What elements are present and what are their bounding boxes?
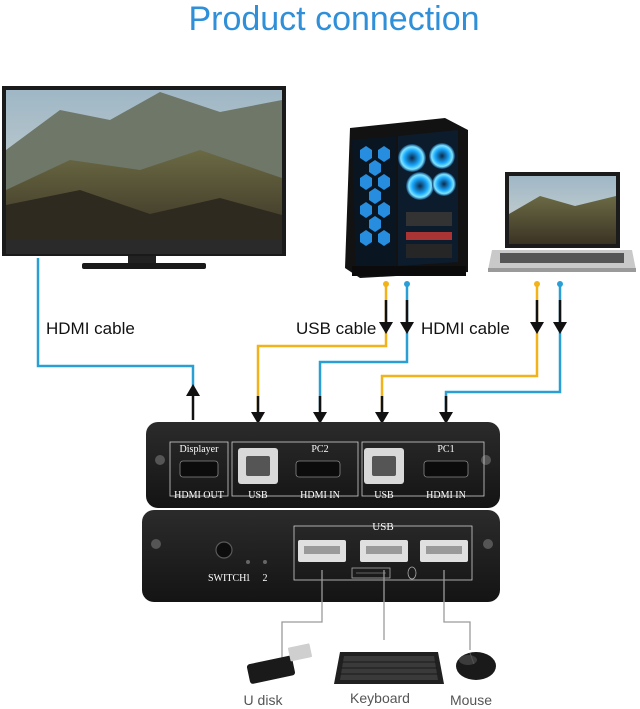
led-1 [246, 560, 250, 564]
connection-arrows [186, 281, 567, 424]
hdmi-cable-label-right: HDMI cable [421, 319, 510, 338]
pc2-label: PC2 [311, 444, 328, 455]
kvm-front-panel: Displayer HDMI OUT PC2 USB HDMI IN PC1 U… [146, 422, 500, 508]
arrow-down [313, 412, 327, 424]
arrow-up [186, 384, 200, 396]
hdmi-out-port [179, 460, 219, 478]
hdmi-in-port-pc2 [295, 460, 341, 478]
mouse [456, 652, 496, 680]
arrow-down [439, 412, 453, 424]
usb-cable-label: USB cable [296, 319, 376, 338]
page-title: Product connection [188, 0, 479, 38]
keyboard-label: Keyboard [350, 690, 410, 706]
pc1-label: PC1 [437, 444, 454, 455]
led-2 [263, 560, 267, 564]
pc-tower [345, 118, 468, 278]
hdmi-in-label-pc1: HDMI IN [426, 490, 466, 501]
arrow-down [530, 322, 544, 334]
tv-monitor [2, 86, 286, 269]
peripheral-lines [281, 570, 471, 660]
usb-header-label: USB [372, 521, 393, 533]
laptop [488, 172, 636, 272]
mouse-label: Mouse [450, 692, 492, 708]
led-1-label: 1 [246, 573, 251, 584]
hdmi-out-label: HDMI OUT [174, 490, 224, 501]
hdmi-in-label-pc2: HDMI IN [300, 490, 340, 501]
udisk-label: U disk [244, 692, 284, 708]
keyboard [334, 652, 444, 684]
hdmi-in-port-pc1 [423, 460, 469, 478]
arrow-down [251, 412, 265, 424]
usb-label-pc1: USB [374, 490, 394, 501]
switch-label: SWITCH [208, 573, 246, 584]
arrow-down [379, 322, 393, 334]
usb-flash-drive [246, 643, 313, 684]
arrow-down [553, 322, 567, 334]
led-2-label: 2 [263, 573, 268, 584]
hdmi-cable-label-left: HDMI cable [46, 319, 135, 338]
kvm-back-panel: SWITCH 1 2 USB [142, 510, 500, 602]
displayer-label: Displayer [180, 444, 220, 455]
arrow-down [375, 412, 389, 424]
keyboard-icon [351, 567, 391, 579]
usb-label-pc2: USB [248, 490, 268, 501]
switch-button [215, 541, 233, 559]
arrow-down [400, 322, 414, 334]
mouse-icon [407, 566, 417, 580]
